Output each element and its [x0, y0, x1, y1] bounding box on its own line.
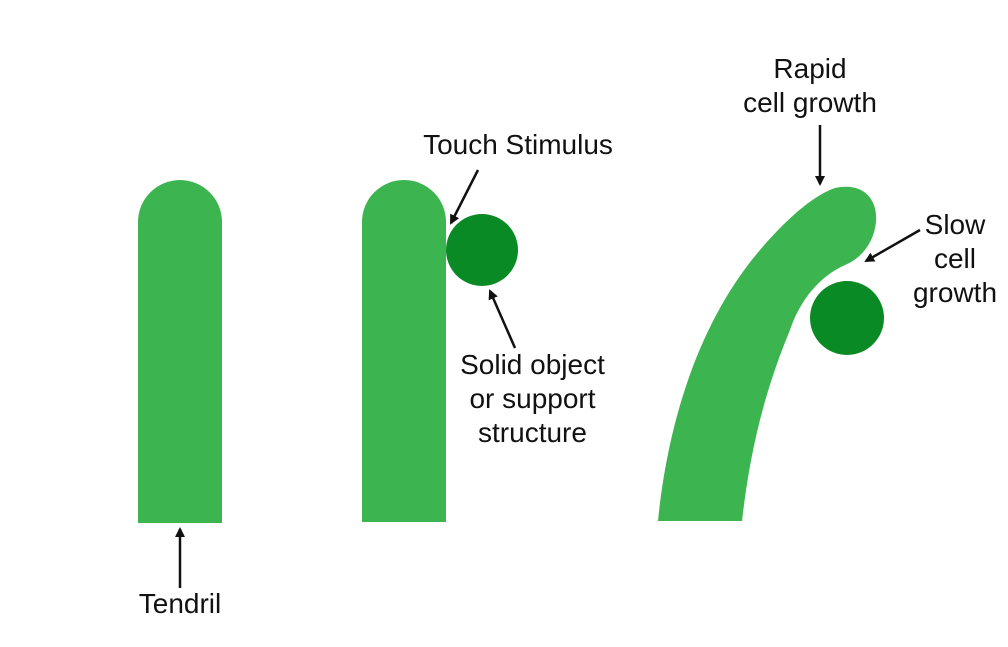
- slow-growth-label-line-3: growth: [912, 277, 998, 308]
- touch-stimulus-label: Touch Stimulus: [423, 129, 613, 160]
- slow-growth-label-line-1: Slow: [924, 209, 986, 240]
- rapid-growth-label-line-1: Rapid: [773, 53, 847, 84]
- solid-object-arrow: [488, 289, 517, 349]
- solid-object-label-line-1: Solid object: [460, 349, 605, 380]
- slow-growth-label: Slow cell growth: [905, 208, 1005, 310]
- tendril-label: Tendril: [138, 588, 222, 619]
- solid-object-label: Solid object or support structure: [440, 348, 625, 450]
- touch-stimulus-arrow: [449, 169, 480, 225]
- support-object-stage-2: [446, 214, 518, 286]
- tendril-bent: [658, 186, 877, 522]
- solid-object-label-line-2: or support: [469, 383, 596, 414]
- rapid-growth-label: Rapid cell growth: [725, 52, 895, 120]
- slow-growth-label-line-2: cell: [933, 243, 976, 274]
- rapid-growth-label-line-2: cell growth: [743, 87, 877, 118]
- tendril-touching: [362, 180, 446, 522]
- support-object-stage-3: [810, 281, 884, 355]
- solid-object-label-line-3: structure: [478, 417, 587, 448]
- slow-growth-arrow: [864, 228, 921, 263]
- tendril-straight: [138, 180, 222, 523]
